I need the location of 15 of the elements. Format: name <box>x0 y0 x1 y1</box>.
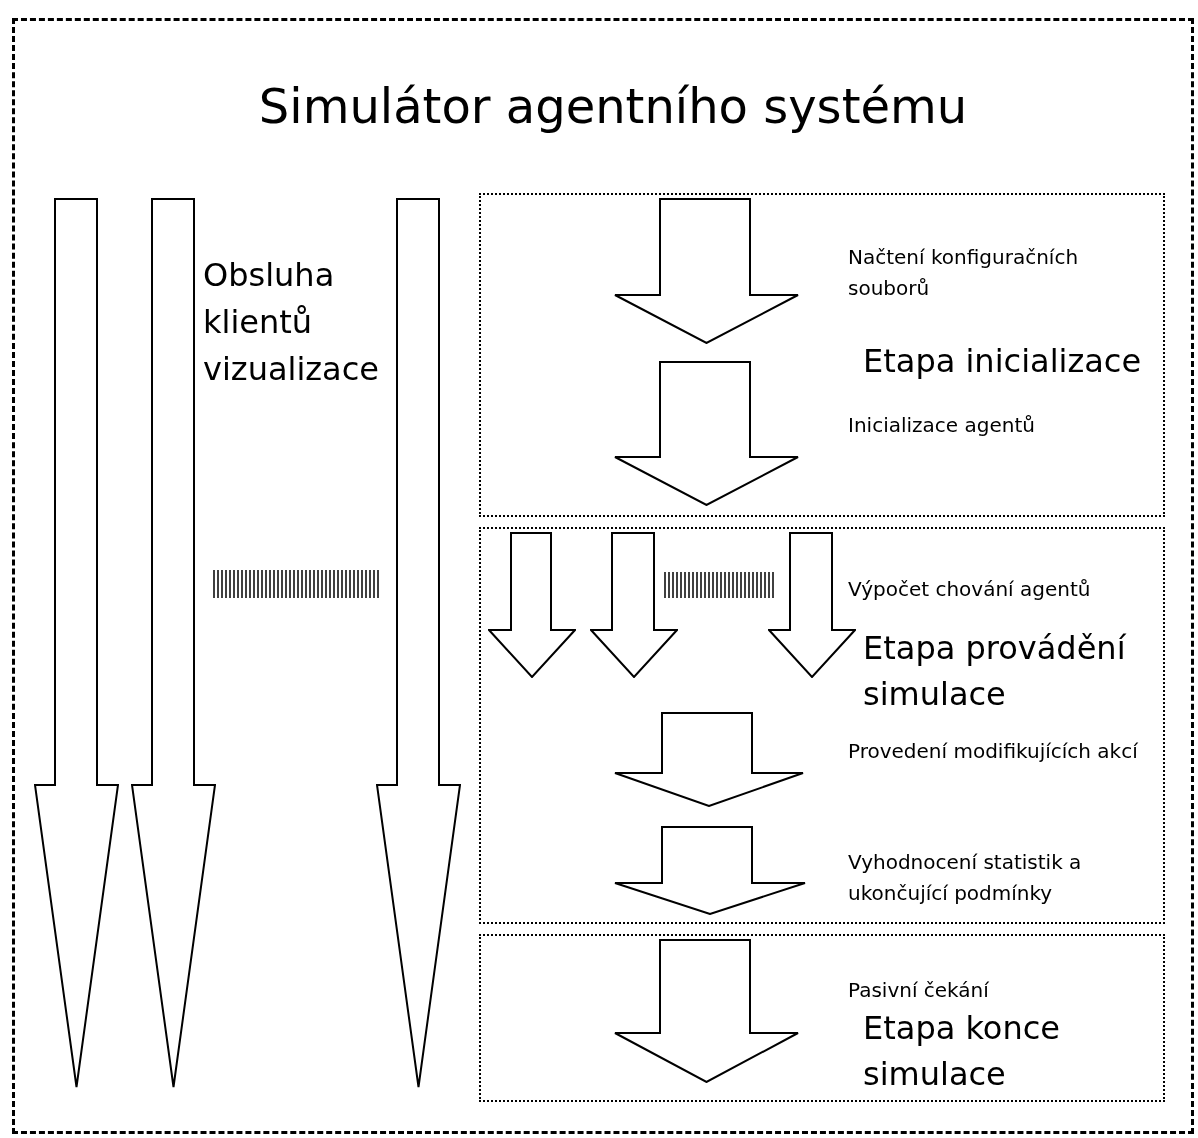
group-title: Simulátor agentního systému <box>257 77 969 136</box>
step-label: Pasivní čekání <box>848 977 990 1004</box>
stage-title: Etapa inicializace <box>863 341 1143 382</box>
stage-title: Etapa konce simulace <box>863 1008 1061 1095</box>
stage-box <box>479 934 1165 1102</box>
thread-label: Obsluha klientů vizualizace <box>203 255 380 390</box>
step-label: Vyhodnocení statistik a ukončující podmínky <box>848 849 1083 907</box>
step-label: Inicializace agentů <box>848 412 1036 439</box>
system-boundary <box>12 18 1194 1134</box>
stage-box <box>479 193 1165 517</box>
step-label: Načtení konfiguračních souborů <box>848 244 1080 302</box>
step-label: Provedení modifikujících akcí <box>848 738 1138 765</box>
step-label: Výpočet chování agentů <box>848 576 1092 603</box>
stage-title: Etapa provádění simulace <box>863 628 1127 715</box>
stage-box <box>479 527 1165 924</box>
